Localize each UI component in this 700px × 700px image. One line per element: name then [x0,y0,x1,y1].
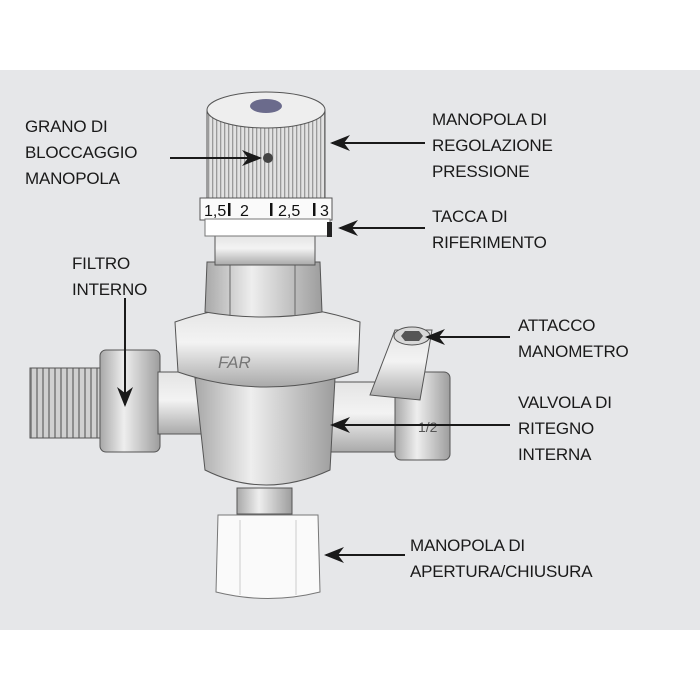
label-line: PRESSIONE [432,162,530,181]
label-line: BLOCCAGGIO [25,143,138,162]
label-line: RITEGNO [518,419,595,438]
label-line: MANOMETRO [518,342,629,361]
brand-marking: FAR [218,353,251,372]
label-manopola-apertura: MANOPOLA DI APERTURA/CHIUSURA [410,533,593,585]
label-line: TACCA DI [432,207,508,226]
label-line: MANOPOLA DI [410,536,525,555]
label-line: MANOPOLA [25,169,120,188]
scale-mark: 1,5 [204,203,226,220]
hex-nut [204,234,323,318]
label-line: INTERNA [518,445,592,464]
scale-mark: 3 [320,203,329,220]
label-tacca: TACCA DI RIFERIMENTO [432,204,547,256]
label-line: REGOLAZIONE [432,136,553,155]
shutoff-knob [215,487,321,599]
size-marking: 1/2 [418,419,438,435]
label-valvola: VALVOLA DI RITEGNO INTERNA [518,390,612,468]
label-line: INTERNO [72,280,148,299]
label-line: FILTRO [72,254,130,273]
label-line: ATTACCO [518,316,596,335]
scale-mark: 2,5 [278,203,300,220]
label-manopola-regolazione: MANOPOLA DI REGOLAZIONE PRESSIONE [432,107,553,185]
valve-body [194,377,336,486]
scale-mark: 2 [240,203,249,220]
label-line: VALVOLA DI [518,393,612,412]
label-line: GRANO DI [25,117,108,136]
label-line: RIFERIMENTO [432,233,547,252]
label-filtro: FILTRO INTERNO [72,251,147,303]
label-line: MANOPOLA DI [432,110,547,129]
label-grano: GRANO DI BLOCCAGGIO MANOPOLA [25,114,138,192]
reference-notch [327,222,332,237]
label-attacco: ATTACCO MANOMETRO [518,313,629,365]
adjustment-knob: 1,5 2 2,5 3 [199,91,333,237]
inlet-connector [29,349,204,453]
gauge-port [369,326,433,401]
bonnet: FAR [174,305,361,388]
label-line: APERTURA/CHIUSURA [410,562,593,581]
